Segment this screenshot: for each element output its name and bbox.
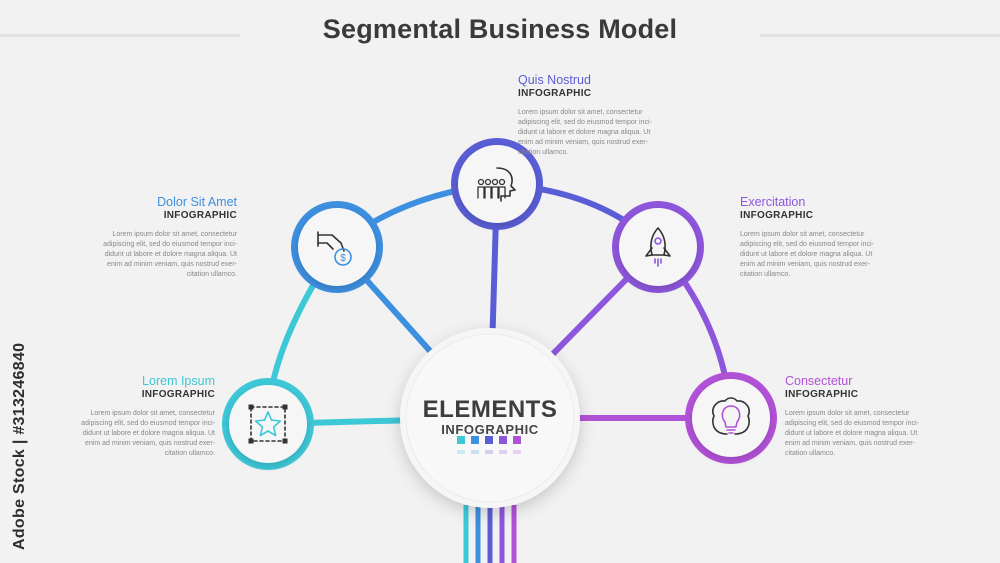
block-body: Lorem ipsum dolor sit amet, consectetur a… — [25, 409, 215, 459]
body-line: enim ad minim veniam, quis nostrud exer- — [85, 440, 215, 447]
body-line: adipiscing elit, sed do eiusmod tempor i… — [103, 241, 237, 248]
page-title: Segmental Business Model — [322, 14, 678, 44]
body-line: adipiscing elit, sed do eiusmod tempor i… — [518, 119, 652, 126]
block-body: Lorem ipsum dolor sit amet, consectetur a… — [785, 409, 975, 459]
body-line: citation ullamco. — [518, 149, 569, 156]
color-dot-reflection-3 — [499, 450, 507, 454]
body-line: adipiscing elit, sed do eiusmod tempor i… — [740, 241, 874, 248]
block-heading: Consectetur — [785, 374, 853, 388]
node-1: $ — [291, 201, 383, 293]
body-line: didunt ut labore et dolore magna aliqua.… — [518, 129, 651, 136]
body-line: Lorem ipsum dolor sit amet, consectetur — [518, 109, 643, 116]
node-0 — [222, 378, 314, 470]
body-line: citation ullamco. — [186, 271, 237, 278]
node-face-4 — [692, 379, 770, 457]
block-heading: Lorem Ipsum — [142, 374, 215, 388]
node-3 — [612, 201, 704, 293]
block-subheading: INFOGRAPHIC — [740, 210, 814, 221]
body-line: didunt ut labore et dolore magna aliqua.… — [785, 430, 918, 437]
color-dot-4 — [513, 436, 521, 444]
body-line: citation ullamco. — [785, 450, 836, 457]
svg-text:$: $ — [340, 253, 346, 264]
brain-bulb-icon — [712, 397, 750, 435]
color-dot-reflection-1 — [471, 450, 479, 454]
body-line: enim ad minim veniam, quis nostrud exer- — [518, 139, 648, 146]
watermark: Adobe Stock | #313246840 — [11, 342, 28, 550]
body-line: Lorem ipsum dolor sit amet, consectetur — [112, 231, 238, 238]
block-subheading: INFOGRAPHIC — [785, 389, 859, 400]
body-line: enim ad minim veniam, quis nostrud exer- — [785, 440, 915, 447]
node-circles: $ — [222, 138, 777, 470]
block-subheading: INFOGRAPHIC — [141, 389, 215, 400]
block-body: Lorem ipsum dolor sit amet, consectetur a… — [518, 108, 708, 158]
body-line: adipiscing elit, sed do eiusmod tempor i… — [81, 420, 215, 427]
rocket-icon — [645, 227, 671, 267]
body-line: Lorem ipsum dolor sit amet, consectetur — [785, 410, 910, 417]
block-heading: Exercitation — [740, 195, 806, 209]
body-line: citation ullamco. — [164, 450, 215, 457]
body-line: enim ad minim veniam, quis nostrud exer- — [740, 261, 870, 268]
node-2 — [451, 138, 543, 230]
node-face-0 — [229, 385, 307, 463]
block-body: Lorem ipsum dolor sit amet, consectetur a… — [740, 230, 930, 280]
color-dot-1 — [471, 436, 479, 444]
color-dot-2 — [485, 436, 493, 444]
color-dot-3 — [499, 436, 507, 444]
body-line: didunt ut labore et dolore magna aliqua.… — [740, 251, 873, 258]
center-circle — [400, 328, 580, 508]
node-face-1 — [298, 208, 376, 286]
color-dot-reflection-4 — [513, 450, 521, 454]
center-subtitle: INFOGRAPHIC — [441, 422, 539, 437]
body-line: citation ullamco. — [740, 271, 791, 278]
center-color-dots — [457, 436, 521, 454]
team-head-icon — [477, 167, 516, 202]
center-label: ELEMENTS INFOGRAPHIC — [400, 396, 580, 437]
node-4 — [685, 372, 777, 464]
color-dot-0 — [457, 436, 465, 444]
color-dot-reflection-0 — [457, 450, 465, 454]
body-line: didunt ut labore et dolore magna aliqua.… — [82, 430, 215, 437]
bottom-lines — [463, 505, 517, 563]
body-line: enim ad minim veniam, quis nostrud exer- — [107, 261, 237, 268]
body-line: adipiscing elit, sed do eiusmod tempor i… — [785, 420, 919, 427]
title-rule-right — [760, 34, 1000, 37]
hand-coin-icon: $ — [317, 231, 352, 266]
star-icon — [248, 404, 288, 444]
block-body: Lorem ipsum dolor sit amet, consectetur a… — [47, 230, 237, 280]
title-rule-left — [0, 34, 240, 37]
block-subheading: INFOGRAPHIC — [518, 88, 592, 99]
body-line: didunt ut labore et dolore magna aliqua.… — [104, 251, 237, 258]
center-title: ELEMENTS — [422, 396, 558, 423]
body-line: Lorem ipsum dolor sit amet, consectetur — [90, 410, 216, 417]
block-heading: Dolor Sit Amet — [157, 195, 237, 209]
color-dot-reflection-2 — [485, 450, 493, 454]
body-line: Lorem ipsum dolor sit amet, consectetur — [740, 231, 865, 238]
block-heading: Quis Nostrud — [518, 73, 591, 87]
node-face-3 — [619, 208, 697, 286]
block-subheading: INFOGRAPHIC — [163, 210, 237, 221]
